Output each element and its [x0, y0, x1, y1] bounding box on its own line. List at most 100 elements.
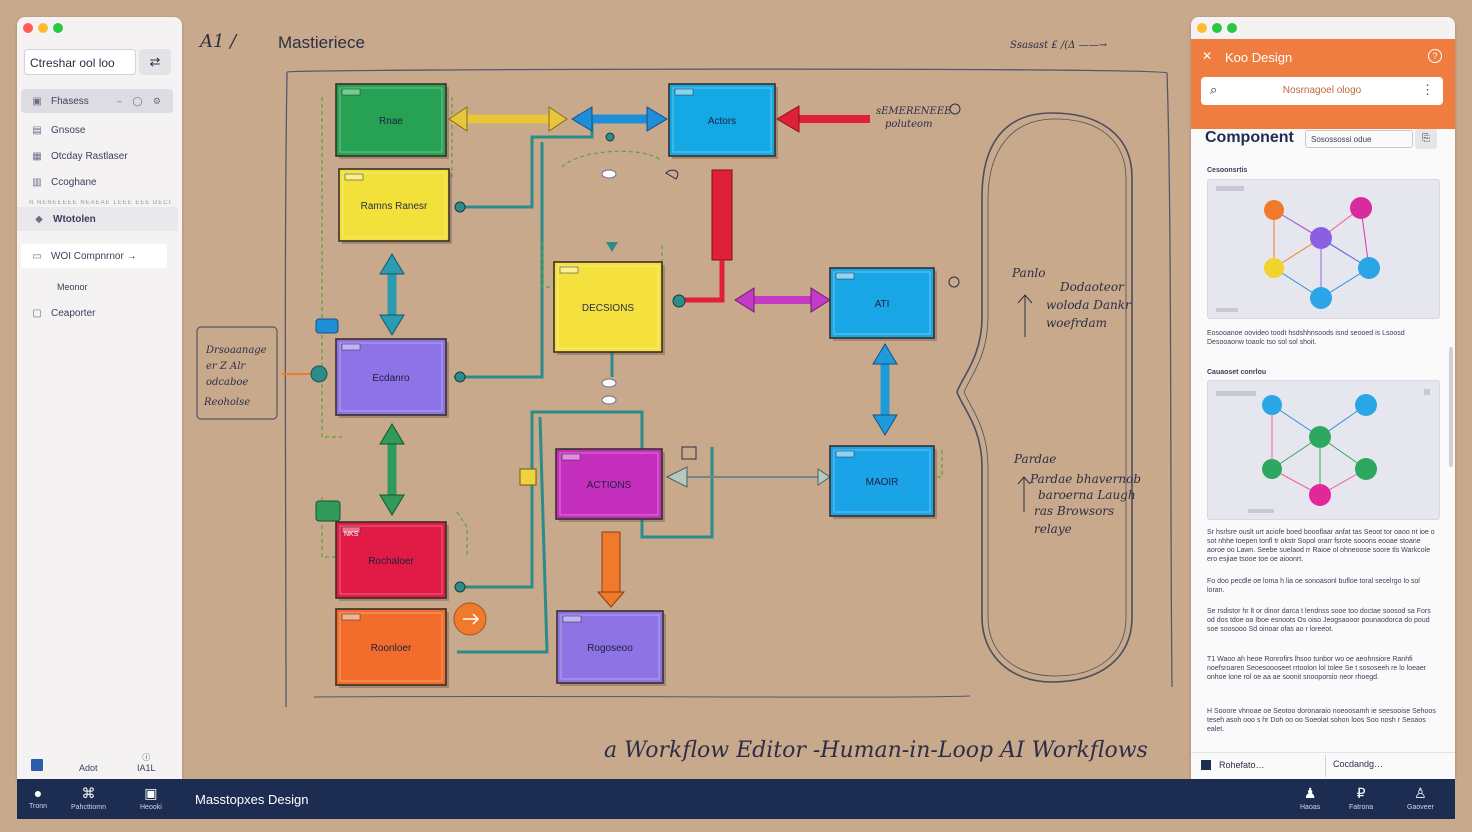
sidebar-item-table[interactable]: ▥ Ccoghane: [21, 170, 173, 194]
panel-header: ✕ Koo Design ? ⌕ Nosrnagoel ologo ⋮: [1191, 39, 1455, 129]
bottom-item-pin[interactable]: ₽ Fatrona: [1349, 785, 1373, 811]
workflow-node-n8[interactable]: MAOIR: [829, 445, 937, 519]
sidebar-bottom-info[interactable]: ⓘ IA1L: [137, 752, 156, 773]
sidebar-subitem-mode[interactable]: Meonor: [21, 275, 173, 299]
section-paragraph: Sr hsrlsre ouslt urt aciofe boed booofla…: [1207, 529, 1435, 563]
window-dot-green-2[interactable]: [1227, 23, 1237, 33]
bottom-item-globe[interactable]: ● Tronn: [29, 785, 47, 810]
note-line: poluteom: [885, 119, 933, 130]
note-left: Drsoaanage er Z Alr odcaboe Reoholse: [203, 345, 270, 408]
help-icon[interactable]: ?: [1428, 49, 1442, 63]
window-dot-green[interactable]: [1212, 23, 1222, 33]
close-window-button[interactable]: [23, 23, 33, 33]
node-inner-border: [339, 342, 443, 412]
bottom-item-person[interactable]: ♙ Gaoveer: [1407, 785, 1434, 811]
sidebar-item-gnsose[interactable]: ▤ Gnsose: [21, 118, 173, 142]
calendar-icon: ▦: [32, 150, 42, 162]
sidebar-item-calendar[interactable]: ▦ Otcday Rastlaser: [21, 144, 173, 168]
note-line: Pardae: [1013, 452, 1056, 466]
sidebar-item-label: WOI Compnrnor →: [51, 250, 137, 262]
workflow-node-n7[interactable]: ACTIONS: [555, 448, 665, 522]
arrow-red-vertical: [682, 169, 733, 303]
node-body[interactable]: [553, 261, 663, 353]
node-tag: [561, 453, 581, 461]
sliders-icon[interactable]: ⇄: [139, 49, 171, 75]
sidebar-search-input[interactable]: Ctreshar ool loo: [24, 49, 136, 75]
canvas-title: Mastieriece: [278, 33, 365, 52]
workflow-node-n6[interactable]: Ecdanro: [335, 338, 449, 418]
workflow-node-n10[interactable]: Roonloer: [335, 608, 449, 688]
maximize-window-button[interactable]: [53, 23, 63, 33]
component-panel: ✕ Koo Design ? ⌕ Nosrnagoel ologo ⋮ Comp…: [1191, 17, 1455, 779]
note-line: ras Browsors: [1034, 504, 1114, 518]
bottom-item-book[interactable]: ▣ Heooki: [140, 785, 162, 811]
workflow-node-n5[interactable]: ATI: [829, 267, 937, 341]
workflow-node-n2[interactable]: Actors: [668, 83, 778, 159]
footer-right-button[interactable]: Cocdandg…: [1333, 759, 1384, 769]
node-tag-label: NKS: [344, 531, 359, 538]
bottom-item-label: Heooki: [140, 804, 162, 811]
puzzle-icon: ⌘: [81, 785, 96, 801]
sidebar-bottom-calendar[interactable]: [31, 759, 43, 773]
node-body[interactable]: [668, 83, 776, 157]
sidebar-item-computer[interactable]: ▢ Ceaporter: [21, 301, 173, 325]
panel-scrollbar[interactable]: [1449, 347, 1453, 467]
note-box: [196, 326, 278, 420]
component-filter-input[interactable]: Sosossossi odue: [1305, 130, 1413, 148]
component-preview-1[interactable]: [1207, 179, 1440, 319]
node-body[interactable]: [555, 448, 663, 520]
node-inner-border: [560, 614, 660, 680]
sidebar-item-projects[interactable]: ▣ Fhasess – ◯ ⚙: [21, 89, 173, 113]
node-inner-border: [342, 172, 446, 238]
settings-icon[interactable]: [681, 446, 697, 460]
node-body[interactable]: [335, 83, 447, 157]
connectors: [454, 122, 714, 654]
search-value: Nosrnagoel ologo: [1282, 85, 1362, 96]
bottom-item-label: Gaoveer: [1407, 804, 1434, 811]
section-paragraph: Fo doo pecdle oe loma h lia oe sonoasonl…: [1207, 578, 1420, 594]
workflow-node-n11[interactable]: Rogoseoo: [556, 610, 666, 686]
workflow-node-n9[interactable]: Rochaloer NKS: [335, 521, 449, 601]
flow-triangle: [606, 242, 618, 252]
double-arrow-yellow: [448, 106, 568, 132]
projects-tools[interactable]: – ◯ ⚙: [116, 95, 165, 106]
workflow-node-n3[interactable]: Ramns Ranesr: [338, 168, 452, 244]
bottom-item-puzzle[interactable]: ⌘ Pahcttiomn: [71, 785, 106, 811]
double-arrow-blue-vertical: [872, 343, 898, 436]
node-label: Rochaloer: [368, 556, 414, 567]
note-icon[interactable]: [519, 468, 537, 486]
node-body[interactable]: [829, 267, 935, 339]
link-icon[interactable]: [665, 169, 679, 180]
footer-left-button[interactable]: Rohefato…: [1219, 760, 1265, 770]
sidebar-item-current-workflow[interactable]: ▭ WOI Compnrnor →: [21, 244, 167, 268]
node-label: Rogoseoo: [587, 643, 633, 654]
copy-icon[interactable]: ⎘: [1415, 129, 1437, 149]
sidebar-item-label: Fhasess: [51, 95, 89, 107]
workflow-node-n4[interactable]: DECSIONS: [553, 261, 665, 355]
comment-icon[interactable]: [949, 103, 961, 115]
close-icon[interactable]: ✕: [1202, 49, 1213, 63]
node-tag: [559, 266, 579, 274]
node-body[interactable]: [335, 338, 447, 416]
workflow-node-n1[interactable]: Rnae: [335, 83, 449, 159]
component-search-input[interactable]: ⌕ Nosrnagoel ologo ⋮: [1201, 77, 1443, 105]
node-body[interactable]: [829, 445, 935, 517]
component-preview-2[interactable]: [1207, 380, 1440, 520]
more-vertical-icon[interactable]: ⋮: [1421, 82, 1434, 97]
input-port[interactable]: [310, 365, 328, 383]
node-body[interactable]: [335, 521, 447, 599]
info-icon[interactable]: [948, 276, 960, 288]
component-title: Component: [1205, 129, 1294, 146]
sidebar-item-label: Gnsose: [51, 124, 86, 136]
sidebar-item-workflows[interactable]: ◆ Wtotolen: [17, 207, 178, 231]
footer-divider: [1325, 755, 1326, 777]
note-right-low: Pardae Pardae bhavernob baroerna Laugh r…: [1013, 452, 1145, 536]
window-dot-yellow[interactable]: [1197, 23, 1207, 33]
node-body[interactable]: [556, 610, 664, 684]
node-body[interactable]: [335, 608, 447, 686]
sidebar-bottom-add[interactable]: Adot: [79, 763, 98, 773]
minimize-window-button[interactable]: [38, 23, 48, 33]
bottom-item-user[interactable]: ♟ Haoas: [1300, 785, 1320, 811]
node-body[interactable]: [338, 168, 450, 242]
